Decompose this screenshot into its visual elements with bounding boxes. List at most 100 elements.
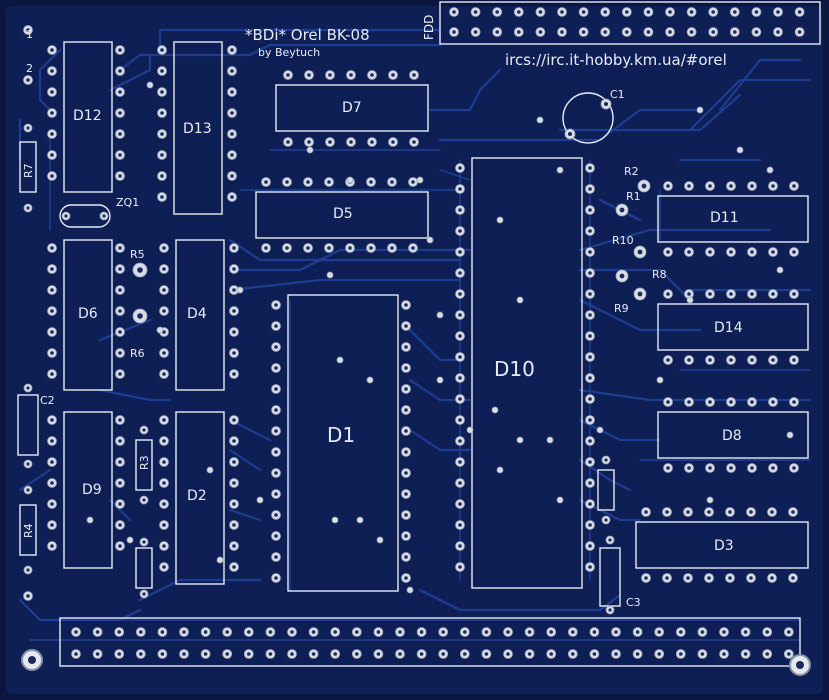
resistor-outline-r4 bbox=[19, 504, 37, 556]
drill-hole bbox=[225, 630, 229, 634]
drill-hole bbox=[327, 180, 331, 184]
drill-hole bbox=[458, 523, 462, 527]
chip-outline-d1 bbox=[287, 294, 399, 592]
chip-outline-d2 bbox=[175, 411, 225, 585]
drill-hole bbox=[230, 195, 234, 199]
drill-hole bbox=[311, 630, 316, 634]
drill-hole bbox=[376, 630, 381, 634]
drill-hole bbox=[26, 386, 30, 390]
drill-hole bbox=[348, 246, 352, 250]
drill-hole bbox=[791, 510, 795, 514]
via bbox=[496, 466, 504, 474]
drill-hole bbox=[729, 184, 733, 188]
drill-hole bbox=[588, 271, 592, 275]
drill-hole bbox=[549, 652, 553, 656]
drill-hole bbox=[232, 330, 236, 334]
via bbox=[556, 496, 564, 504]
drill-hole bbox=[665, 576, 669, 580]
drill-hole bbox=[689, 30, 694, 34]
drill-hole bbox=[549, 630, 553, 634]
drill-hole bbox=[729, 466, 733, 470]
drill-hole bbox=[230, 111, 234, 115]
chip-label-d6: D6 bbox=[78, 306, 98, 322]
drill-hole bbox=[458, 250, 462, 254]
drill-hole bbox=[264, 246, 268, 250]
via bbox=[786, 431, 794, 439]
drill-hole bbox=[458, 208, 462, 212]
drill-hole bbox=[708, 184, 712, 188]
drill-hole bbox=[162, 439, 166, 443]
via bbox=[436, 376, 444, 384]
drill-hole bbox=[95, 652, 100, 656]
copper-traces bbox=[18, 28, 812, 641]
drill-hole bbox=[274, 576, 278, 580]
drill-hole bbox=[137, 267, 143, 273]
drill-hole bbox=[571, 630, 575, 634]
drill-hole bbox=[614, 652, 618, 656]
drill-hole bbox=[50, 372, 54, 376]
drill-hole bbox=[625, 30, 629, 34]
via bbox=[306, 146, 314, 154]
drill-hole bbox=[232, 544, 236, 548]
drill-hole bbox=[797, 10, 802, 14]
drill-hole bbox=[50, 267, 54, 271]
drill-hole bbox=[619, 207, 625, 213]
drill-hole bbox=[162, 246, 166, 250]
drill-hole bbox=[404, 555, 408, 559]
via bbox=[366, 376, 374, 384]
drill-hole bbox=[274, 492, 278, 496]
via bbox=[686, 296, 694, 304]
drill-hole bbox=[458, 565, 462, 569]
drill-hole bbox=[118, 460, 122, 464]
pin-label-2: 2 bbox=[26, 62, 33, 75]
chip-outline-d10 bbox=[471, 157, 583, 589]
drill-hole bbox=[404, 492, 408, 496]
drill-hole bbox=[708, 466, 712, 470]
drill-hole bbox=[369, 246, 373, 250]
via bbox=[491, 406, 499, 414]
drill-hole bbox=[355, 652, 359, 656]
drill-hole bbox=[441, 652, 446, 656]
drill-hole bbox=[666, 292, 670, 296]
drill-hole bbox=[754, 30, 759, 34]
drill-hole bbox=[458, 334, 462, 338]
via bbox=[656, 376, 664, 384]
drill-hole bbox=[404, 324, 408, 328]
drill-hole bbox=[290, 630, 294, 634]
drill-hole bbox=[473, 30, 478, 34]
drill-hole bbox=[268, 652, 273, 656]
drill-hole bbox=[687, 292, 691, 296]
drill-hole bbox=[588, 523, 592, 527]
via bbox=[86, 516, 94, 524]
drill-hole bbox=[26, 488, 30, 492]
drill-hole bbox=[137, 313, 143, 319]
drill-hole bbox=[162, 502, 166, 506]
drill-hole bbox=[728, 510, 732, 514]
drill-hole bbox=[604, 518, 608, 522]
drill-hole bbox=[50, 544, 54, 548]
drill-hole bbox=[404, 366, 408, 370]
drill-hole bbox=[665, 510, 669, 514]
drill-hole bbox=[686, 576, 690, 580]
drill-hole bbox=[118, 132, 122, 136]
drill-hole bbox=[50, 153, 54, 157]
drill-hole bbox=[635, 630, 640, 634]
drill-hole bbox=[458, 544, 462, 548]
via bbox=[216, 556, 224, 564]
drill-hole bbox=[26, 126, 30, 130]
drill-hole bbox=[285, 246, 289, 250]
chip-label-d12: D12 bbox=[73, 108, 102, 124]
drill-hole bbox=[26, 206, 30, 210]
drill-hole bbox=[50, 288, 54, 292]
via bbox=[126, 536, 134, 544]
capacitor-outline-c2 bbox=[17, 394, 39, 456]
drill-hole bbox=[118, 48, 122, 52]
drill-hole bbox=[74, 652, 78, 656]
drill-hole bbox=[707, 510, 711, 514]
drill-hole bbox=[581, 10, 586, 14]
drill-hole bbox=[668, 30, 672, 34]
via bbox=[236, 286, 244, 294]
drill-hole bbox=[619, 273, 625, 279]
drill-hole bbox=[118, 418, 122, 422]
